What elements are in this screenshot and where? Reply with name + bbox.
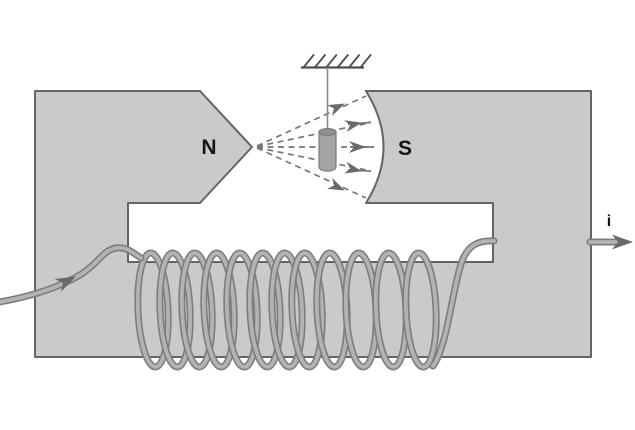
field-line bbox=[256, 95, 367, 147]
field-arrowhead-icon bbox=[327, 177, 348, 196]
coil-turn bbox=[269, 251, 305, 369]
coil-turn bbox=[157, 251, 193, 369]
coil-turn bbox=[224, 251, 260, 369]
coil bbox=[134, 249, 440, 371]
coil-turn bbox=[135, 251, 171, 369]
coil-turn bbox=[289, 251, 325, 369]
south-pole-label: S bbox=[398, 137, 412, 160]
sample-cylinder bbox=[318, 128, 337, 172]
current-label: i bbox=[607, 213, 611, 230]
coil-turn bbox=[179, 251, 215, 369]
coil-turn bbox=[201, 251, 237, 369]
magnet-core bbox=[34, 90, 592, 358]
field-arrowhead-icon bbox=[327, 98, 348, 117]
field-lines bbox=[256, 95, 374, 199]
north-pole-label: N bbox=[201, 136, 216, 159]
ceiling-support bbox=[301, 53, 372, 69]
exit-wire bbox=[429, 234, 633, 370]
coil-turn bbox=[403, 251, 439, 369]
field-line bbox=[256, 147, 367, 199]
entry-wire bbox=[0, 244, 145, 306]
coil-turn bbox=[247, 251, 283, 369]
